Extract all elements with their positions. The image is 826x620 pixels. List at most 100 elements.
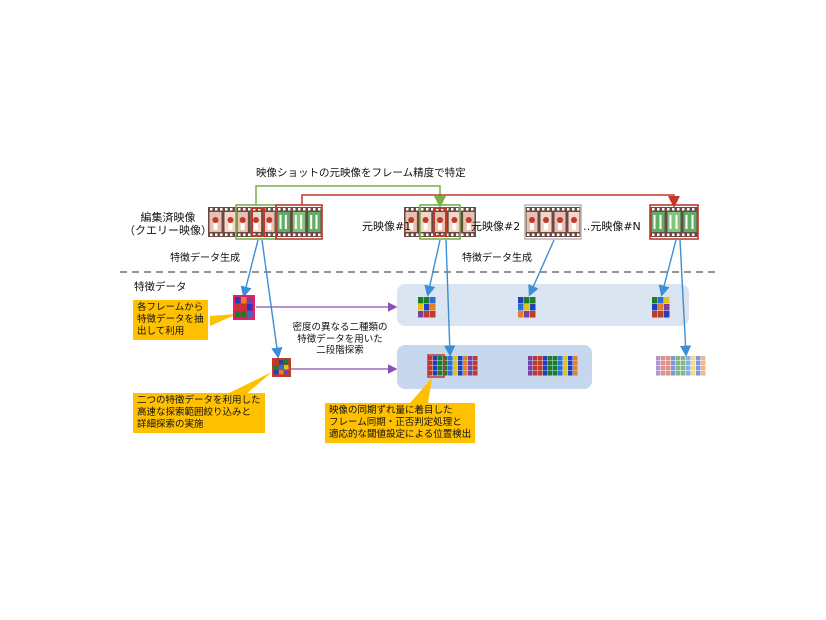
sourceN-fine-cell <box>696 361 701 366</box>
sourceN-fine-cell <box>681 356 686 361</box>
query-feature-coarse-cell <box>247 297 253 304</box>
arrow-query-feature-1 <box>240 239 259 298</box>
source1-film-hole <box>456 233 459 236</box>
query-feature-coarse <box>233 295 255 320</box>
callout-extract: 各フレームから 特徴データを抽 出して利用 <box>133 300 208 340</box>
query-film-right-hole <box>283 208 286 211</box>
source2-feature-fine-cell <box>558 361 563 366</box>
sourceN-film-hole <box>652 208 655 211</box>
source1-feature-fine-cell <box>463 356 468 361</box>
callout-narrow-line-1: 二つの特徴データを利用した <box>137 395 261 406</box>
source2-film-hole <box>547 208 550 211</box>
query-film-right-hole <box>298 208 301 211</box>
source1-film-hole <box>406 208 409 211</box>
sourceN-feature-coarse-cell <box>658 311 664 318</box>
sourceN-film-figure <box>669 215 672 229</box>
source2-feature-fine-cell <box>563 361 568 366</box>
source2-feature-fine-cell <box>568 366 573 371</box>
sourceN-fine-cell <box>691 366 696 371</box>
sourceN-fine-cell <box>681 371 686 376</box>
sourceN-fine-cell <box>676 371 681 376</box>
source2-feature-fine-cell <box>533 361 538 366</box>
source1-film-figure <box>422 217 429 223</box>
source2-feature-fine <box>528 356 578 376</box>
query-feature-coarse-cell <box>241 311 247 318</box>
query-film-mid-hole <box>238 233 241 236</box>
source1-feature-fine-cell <box>463 361 468 366</box>
source1-film-hole <box>426 208 429 211</box>
source2-feature-coarse-cell <box>530 297 536 304</box>
source2-feature-fine-cell <box>528 356 533 361</box>
source1-feature-fine-cell <box>443 366 448 371</box>
sourceN-red-box <box>649 204 699 240</box>
query-film-mid-hole <box>268 208 271 211</box>
source1-film-figure-body <box>423 223 428 230</box>
query-film-left-hole <box>215 208 218 211</box>
query-feature-fine-cell <box>279 370 284 375</box>
source1-feature-fine-cell <box>448 361 453 366</box>
sourceN-fine-cell <box>691 356 696 361</box>
sourceN-fine-cell <box>676 366 681 371</box>
source1-film-hole <box>421 208 424 211</box>
sourceN-fine-cell <box>701 361 706 366</box>
query-feature-fine-cell <box>274 370 279 375</box>
query-film-right-figure <box>300 215 303 229</box>
sourceN-feature-coarse-cell <box>652 311 658 318</box>
source1-feature-fine-cell <box>453 371 458 376</box>
source2-film-hole <box>557 233 560 236</box>
sourceN-fine-cell <box>686 366 691 371</box>
source2-feature-coarse <box>518 297 536 318</box>
query-feature-fine-cell <box>284 370 289 375</box>
source2-film <box>525 207 581 237</box>
sourceN-fine-cell <box>681 361 686 366</box>
red-connector <box>301 194 680 208</box>
source1-feature-coarse-cell <box>418 311 424 318</box>
source2-feature-fine-cell <box>558 371 563 376</box>
source1-feature-fine-cell <box>473 356 478 361</box>
source1-feature-fine-cell <box>468 361 473 366</box>
callout-narrow-line-3: 詳細探索の実施 <box>137 419 204 430</box>
film-strips <box>208 204 699 240</box>
query-feature-fine-cell <box>274 365 279 370</box>
sourceN-feature-coarse-cell <box>664 304 670 311</box>
source1-film-hole <box>451 208 454 211</box>
source1-feature-fine-cell <box>443 361 448 366</box>
query-film-left-figure <box>227 217 234 223</box>
source1-film-hole <box>436 208 439 211</box>
sourceN-fine-cell <box>676 356 681 361</box>
query-film-left-hole <box>230 233 233 236</box>
query-film-right-hole <box>313 233 316 236</box>
query-film-mid-figure-body <box>240 223 245 230</box>
source2-film-hole <box>562 208 565 211</box>
source2-film-figure-body <box>572 223 576 230</box>
source2-film-hole <box>557 208 560 211</box>
sourceN-film-hole <box>687 208 690 211</box>
query-feature-coarse-cell <box>241 297 247 304</box>
query-frame-highlight <box>251 207 265 237</box>
sourceN-fine-cell <box>671 361 676 366</box>
callout-narrow: 二つの特徴データを利用した 高速な探索範囲絞り込みと 詳細探索の実施 <box>133 393 265 433</box>
query-film-right <box>276 207 322 237</box>
source2-feature-fine-cell <box>558 366 563 371</box>
source1-film-hole <box>436 233 439 236</box>
feature-blocks <box>233 295 706 378</box>
source2-feature-fine-cell <box>553 371 558 376</box>
source1-feature-fine-cell <box>428 356 433 361</box>
source1-feature-fine-cell <box>433 366 438 371</box>
sourceN-film-figure <box>659 215 662 229</box>
arrow-src1-fine <box>444 239 456 357</box>
middle-note-line-3: 二段階探索 <box>316 345 364 356</box>
callout-pointer-sync <box>410 378 432 403</box>
callout-extract-line-2: 特徴データを抽 <box>137 314 204 325</box>
query-film-mid-hole <box>268 233 271 236</box>
query-film-right-hole <box>313 208 316 211</box>
source1-feature-fine <box>428 356 478 376</box>
query-film-right-frame <box>292 212 306 232</box>
sourceN-fine-cell <box>686 371 691 376</box>
source1-feature-coarse-cell <box>418 304 424 311</box>
arrow-srcN-coarse <box>658 239 677 297</box>
source2-feature-fine-cell <box>548 366 553 371</box>
source1-film-hole <box>446 208 449 211</box>
sourceN-feature-fine <box>656 356 706 376</box>
source2-film-hole <box>527 208 530 211</box>
